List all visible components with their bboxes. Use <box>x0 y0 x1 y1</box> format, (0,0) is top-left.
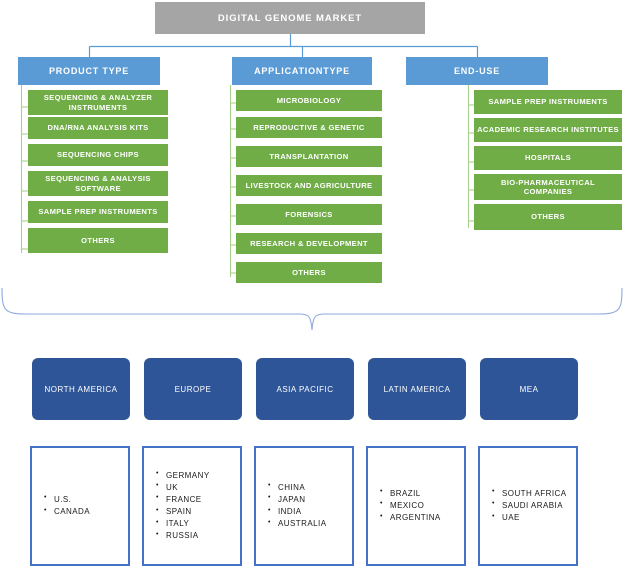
country-list-europe: GERMANY UK FRANCE SPAIN ITALY RUSSIA <box>142 446 242 566</box>
list-item: FRANCE <box>156 493 210 506</box>
item-box[interactable]: TRANSPLANTATION <box>236 146 382 167</box>
list-item: RUSSIA <box>156 530 210 542</box>
list-item: JAPAN <box>268 493 327 506</box>
item-box[interactable]: SAMPLE PREP INSTRUMENTS <box>474 90 622 114</box>
region-box-europe[interactable]: EUROPE <box>144 358 242 420</box>
country-list: CHINA JAPAN INDIA AUSTRALIA <box>256 481 327 531</box>
list-item: CANADA <box>44 505 90 518</box>
item-box[interactable]: FORENSICS <box>236 204 382 225</box>
region-box-north-america[interactable]: NORTH AMERICA <box>32 358 130 420</box>
list-item: INDIA <box>268 505 327 518</box>
list-item: UAE <box>492 512 567 524</box>
country-list: BRAZIL MEXICO ARGENTINA <box>368 487 441 524</box>
country-list: SOUTH AFRICA SAUDI ARABIA UAE <box>480 487 567 524</box>
item-box[interactable]: MICROBIOLOGY <box>236 90 382 111</box>
list-item: GERMANY <box>156 469 210 482</box>
country-list-asia-pacific: CHINA JAPAN INDIA AUSTRALIA <box>254 446 354 566</box>
item-box[interactable]: SEQUENCING CHIPS <box>28 144 168 166</box>
category-header-end-use[interactable]: END-USE <box>406 57 548 85</box>
list-item: MEXICO <box>380 499 441 512</box>
list-item: SAUDI ARABIA <box>492 499 567 512</box>
country-list-north-america: U.S. CANADA <box>30 446 130 566</box>
item-box[interactable]: HOSPITALS <box>474 146 622 170</box>
region-box-mea[interactable]: MEA <box>480 358 578 420</box>
connector-brace <box>1 287 623 331</box>
item-box[interactable]: SAMPLE PREP INSTRUMENTS <box>28 201 168 223</box>
list-item: ITALY <box>156 518 210 530</box>
item-box[interactable]: OTHERS <box>236 262 382 283</box>
country-list: U.S. CANADA <box>32 493 90 518</box>
item-box[interactable]: SEQUENCING & ANALYSIS SOFTWARE <box>28 171 168 196</box>
item-box[interactable]: OTHERS <box>28 228 168 253</box>
list-item: SOUTH AFRICA <box>492 487 567 500</box>
item-box[interactable]: BIO-PHARMACEUTICAL COMPANIES <box>474 174 622 200</box>
list-item: BRAZIL <box>380 487 441 500</box>
page-title: DIGITAL GENOME MARKET <box>155 2 425 34</box>
list-item: ARGENTINA <box>380 512 441 524</box>
list-item: UK <box>156 481 210 494</box>
item-box[interactable]: REPRODUCTIVE & GENETIC <box>236 117 382 138</box>
list-item: AUSTRALIA <box>268 518 327 530</box>
item-box[interactable]: LIVESTOCK AND AGRICULTURE <box>236 175 382 196</box>
region-box-latin-america[interactable]: LATIN AMERICA <box>368 358 466 420</box>
list-item: U.S. <box>44 493 90 506</box>
category-header-application-type[interactable]: APPLICATIONTYPE <box>232 57 372 85</box>
list-item: SPAIN <box>156 505 210 518</box>
item-box[interactable]: ACADEMIC RESEARCH INSTITUTES <box>474 118 622 142</box>
list-item: CHINA <box>268 481 327 494</box>
item-box[interactable]: RESEARCH & DEVELOPMENT <box>236 233 382 254</box>
item-box[interactable]: OTHERS <box>474 204 622 230</box>
item-box[interactable]: DNA/RNA ANALYSIS KITS <box>28 117 168 139</box>
country-list-mea: SOUTH AFRICA SAUDI ARABIA UAE <box>478 446 578 566</box>
country-list-latin-america: BRAZIL MEXICO ARGENTINA <box>366 446 466 566</box>
category-header-product-type[interactable]: PRODUCT TYPE <box>18 57 160 85</box>
region-box-asia-pacific[interactable]: ASIA PACIFIC <box>256 358 354 420</box>
item-box[interactable]: SEQUENCING & ANALYZER INSTRUMENTS <box>28 90 168 115</box>
country-list: GERMANY UK FRANCE SPAIN ITALY RUSSIA <box>144 469 210 543</box>
